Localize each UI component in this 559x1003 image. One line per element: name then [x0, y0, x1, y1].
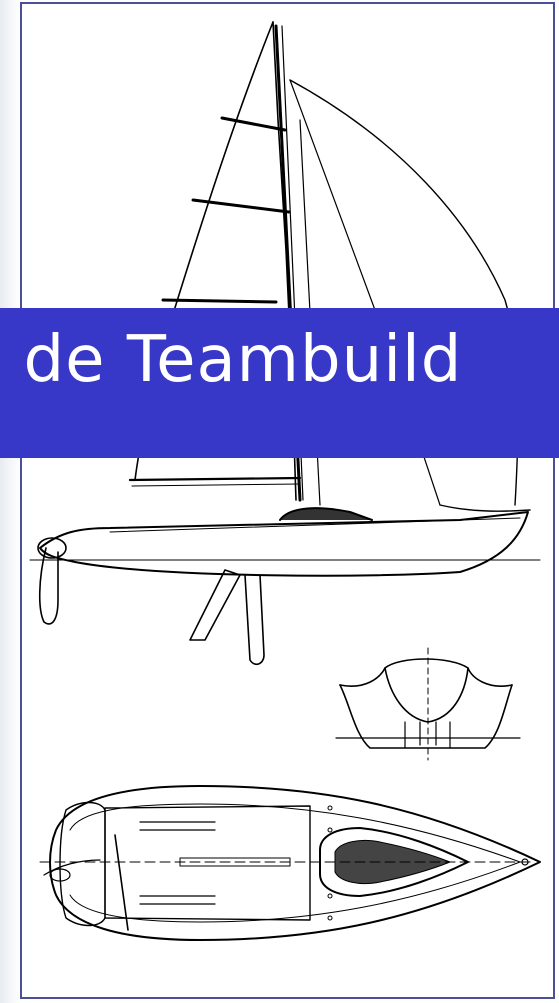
title-banner: o de Teambuild	[0, 308, 559, 458]
left-background-shade	[0, 0, 20, 1003]
banner-title-text: o de Teambuild	[0, 323, 463, 397]
drawing-frame	[20, 2, 555, 999]
